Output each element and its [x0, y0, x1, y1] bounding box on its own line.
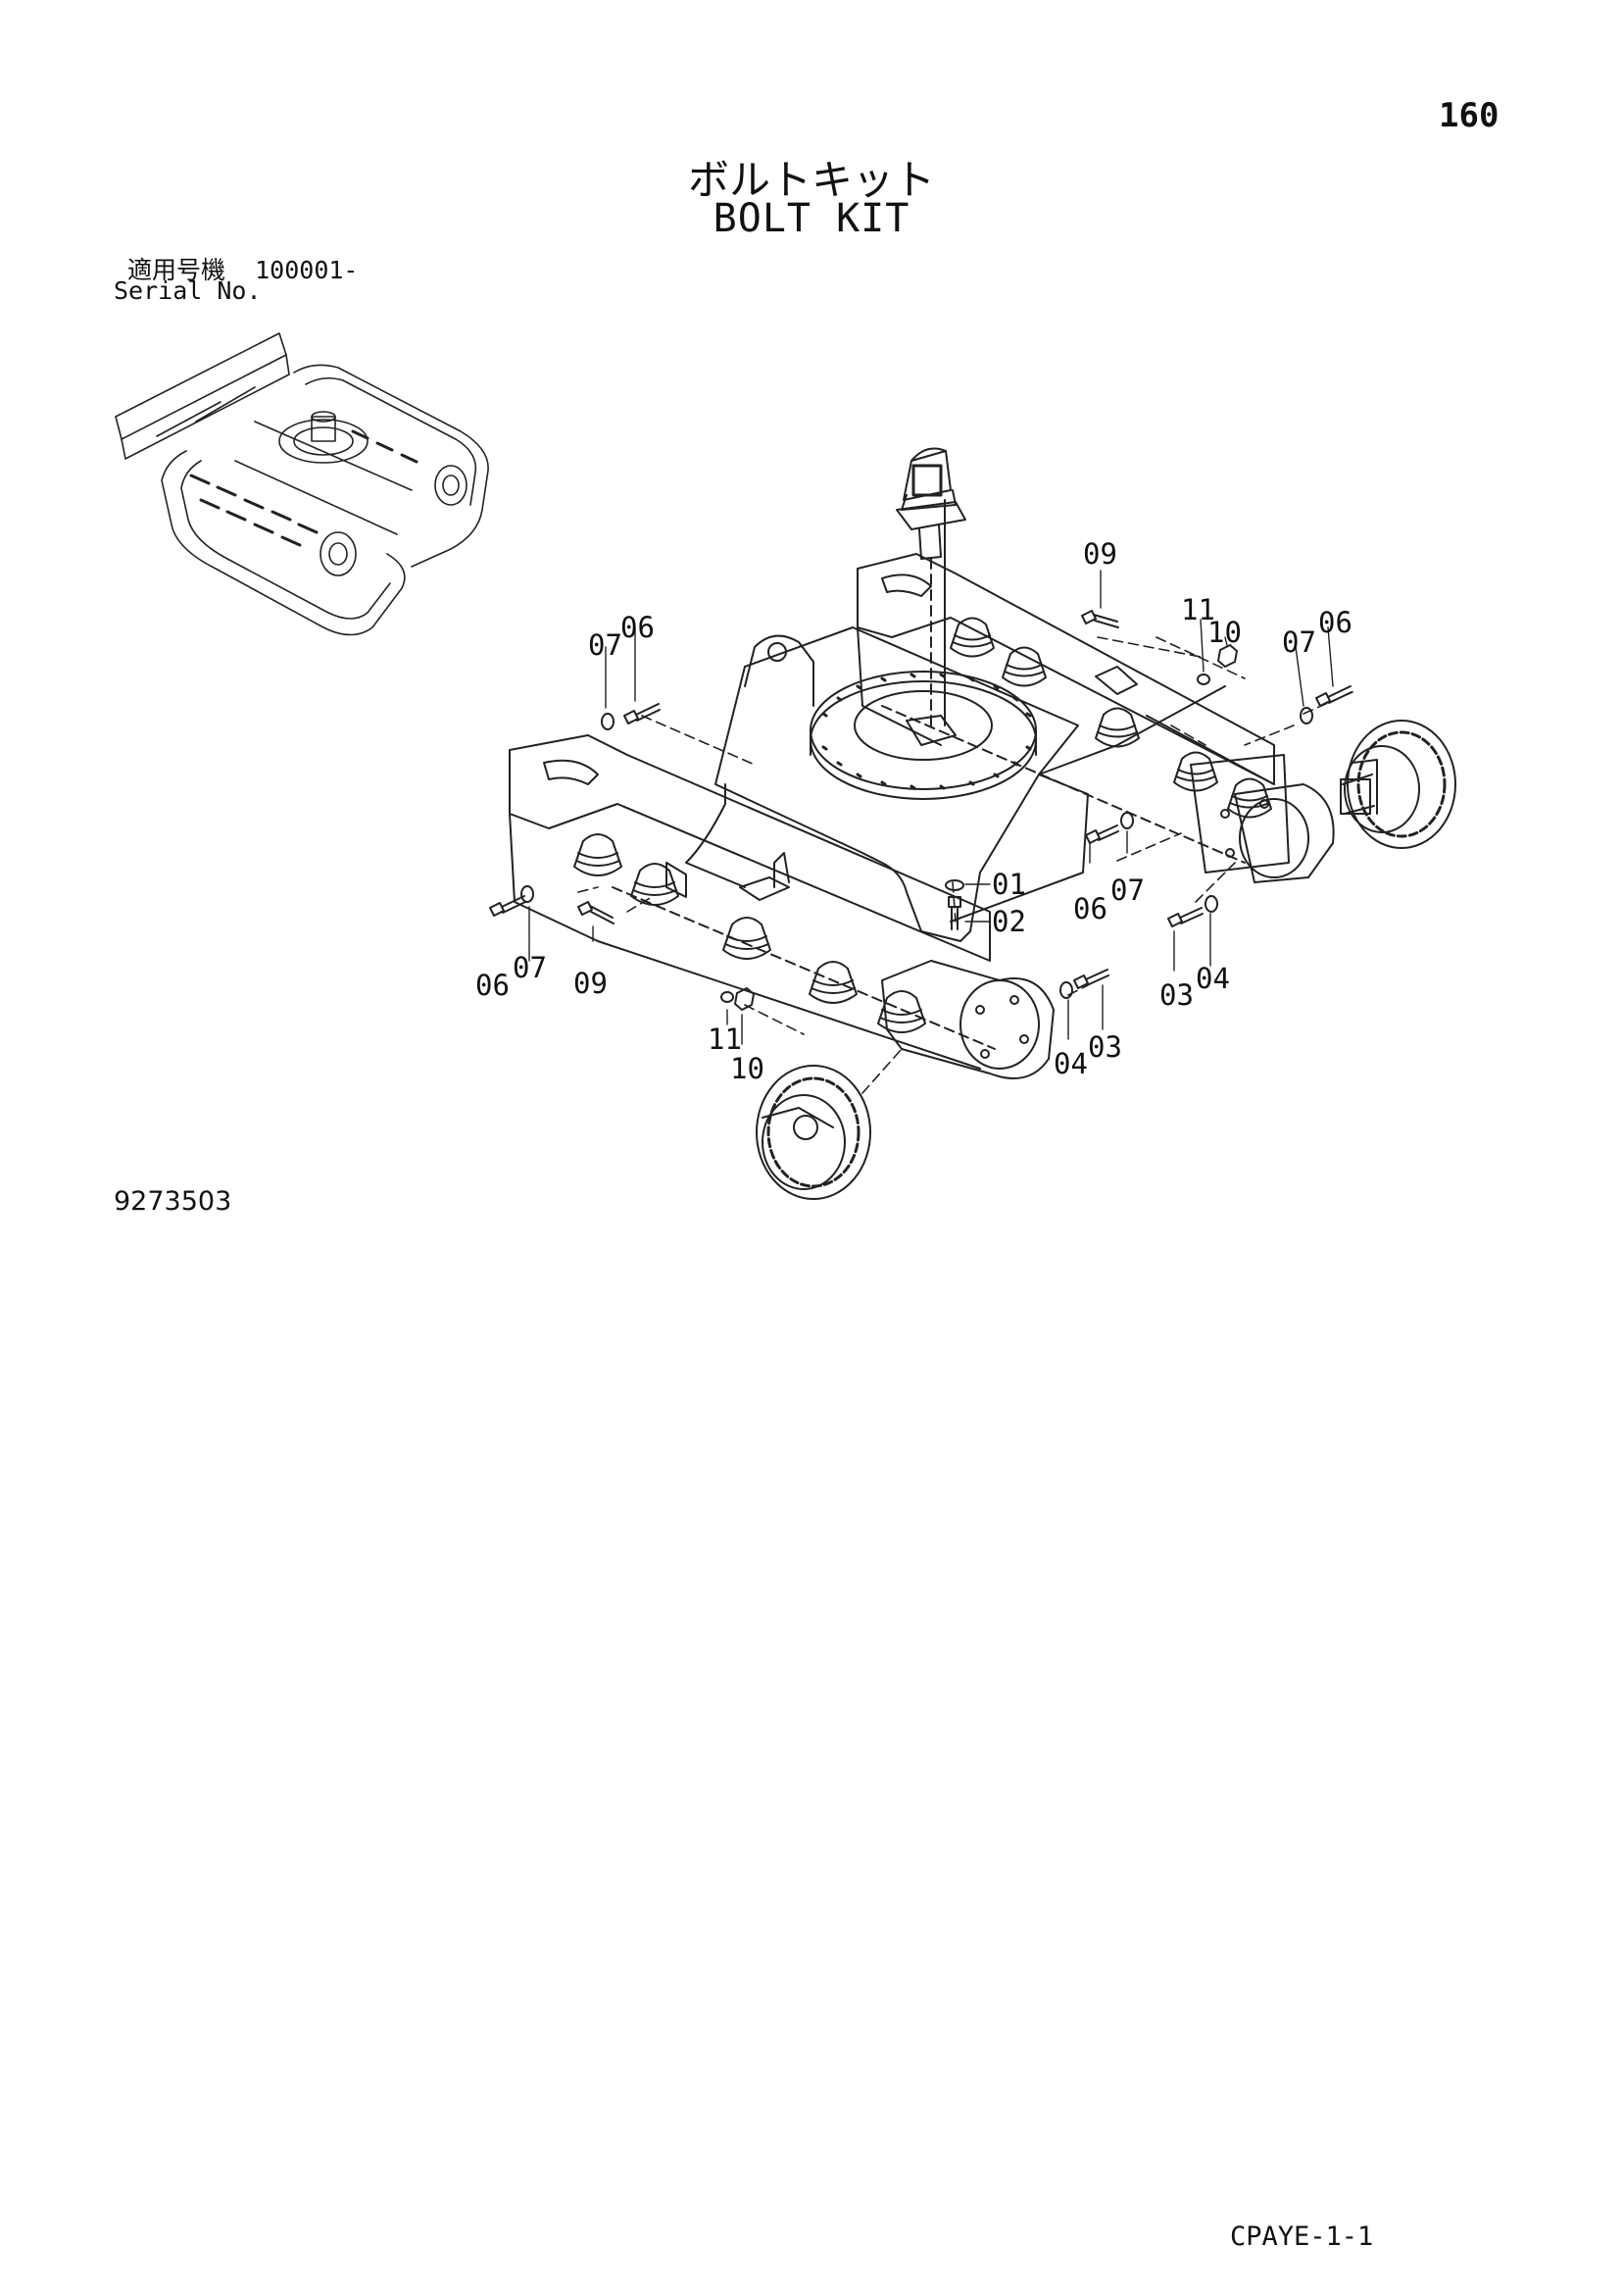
- serial-range: 適用号機 100001-: [127, 251, 358, 286]
- bolt-09-icon: [577, 901, 615, 924]
- callout-04: 04: [1054, 1047, 1088, 1080]
- front-idler-housing: [881, 960, 1055, 1079]
- serial-label-en: Serial No.: [114, 276, 262, 305]
- callout-07: 07: [1110, 873, 1145, 907]
- callout-02: 02: [992, 905, 1026, 938]
- bolt-06-icon: [1085, 824, 1119, 844]
- washer-04-icon: [1205, 895, 1218, 913]
- page-number: 160: [1439, 96, 1500, 135]
- callout-07: 07: [513, 951, 547, 984]
- callout-07: 07: [1282, 625, 1316, 659]
- bolt-06-icon: [489, 895, 526, 917]
- callout-06: 06: [620, 611, 655, 644]
- callout-leaders: [528, 570, 1334, 1045]
- callout-labels: 07 06 09 11 10 07 06 01 02 06 07 06 07 0…: [475, 537, 1352, 1085]
- callout-10: 10: [730, 1052, 764, 1085]
- washer-07-icon: [520, 885, 534, 903]
- callout-09: 09: [1083, 537, 1117, 571]
- nut-10-icon: [734, 987, 755, 1011]
- bolt-03-icon: [1073, 969, 1109, 989]
- callout-09: 09: [573, 967, 608, 1000]
- washer-07-icon: [1120, 812, 1134, 829]
- nut-10-icon: [1217, 644, 1238, 668]
- washer-01-icon: [945, 879, 964, 891]
- callout-10: 10: [1207, 616, 1242, 649]
- sprocket-lower: [756, 1065, 871, 1200]
- serial-value: 100001-: [255, 256, 359, 284]
- callout-06: 06: [475, 969, 510, 1002]
- callout-04: 04: [1196, 962, 1230, 995]
- callout-11: 11: [708, 1023, 742, 1056]
- callout-03: 03: [1159, 978, 1194, 1012]
- track-rollers-right: [950, 617, 1272, 819]
- page-title-jp: ボルトキット: [687, 156, 935, 204]
- callout-07: 07: [588, 628, 622, 662]
- bolt-03-icon: [1167, 907, 1204, 927]
- page-code: CPAYE-1-1: [1230, 2221, 1374, 2252]
- callout-01: 01: [992, 868, 1026, 901]
- serial-label-jp: 適用号機: [127, 256, 226, 284]
- track-frame: [509, 553, 1275, 1070]
- fasteners: [489, 610, 1352, 1011]
- machine-overview-thumbnail: [115, 332, 489, 636]
- callout-06: 06: [1073, 892, 1107, 925]
- washer-07-icon: [1300, 707, 1313, 724]
- page-title-en: BOLT KIT: [713, 196, 910, 241]
- drawing-number: 9273503: [114, 1186, 232, 1217]
- callout-11: 11: [1181, 593, 1215, 626]
- washer-04-icon: [1059, 981, 1073, 999]
- washer-11-icon: [1197, 674, 1210, 685]
- center-swivel-joint: [896, 447, 966, 726]
- callout-03: 03: [1088, 1030, 1122, 1064]
- track-rollers-left: [573, 833, 926, 1033]
- sprocket-upper: [1340, 720, 1456, 849]
- bolt-06-icon: [623, 703, 661, 724]
- washer-11-icon: [720, 991, 734, 1003]
- bolt-06-icon: [1315, 685, 1352, 707]
- bolt-02-icon: [948, 896, 961, 930]
- callout-06: 06: [1318, 606, 1352, 639]
- bolt-09-icon: [1081, 610, 1119, 628]
- rear-motor-housing: [1190, 754, 1335, 883]
- washer-07-icon: [601, 713, 615, 730]
